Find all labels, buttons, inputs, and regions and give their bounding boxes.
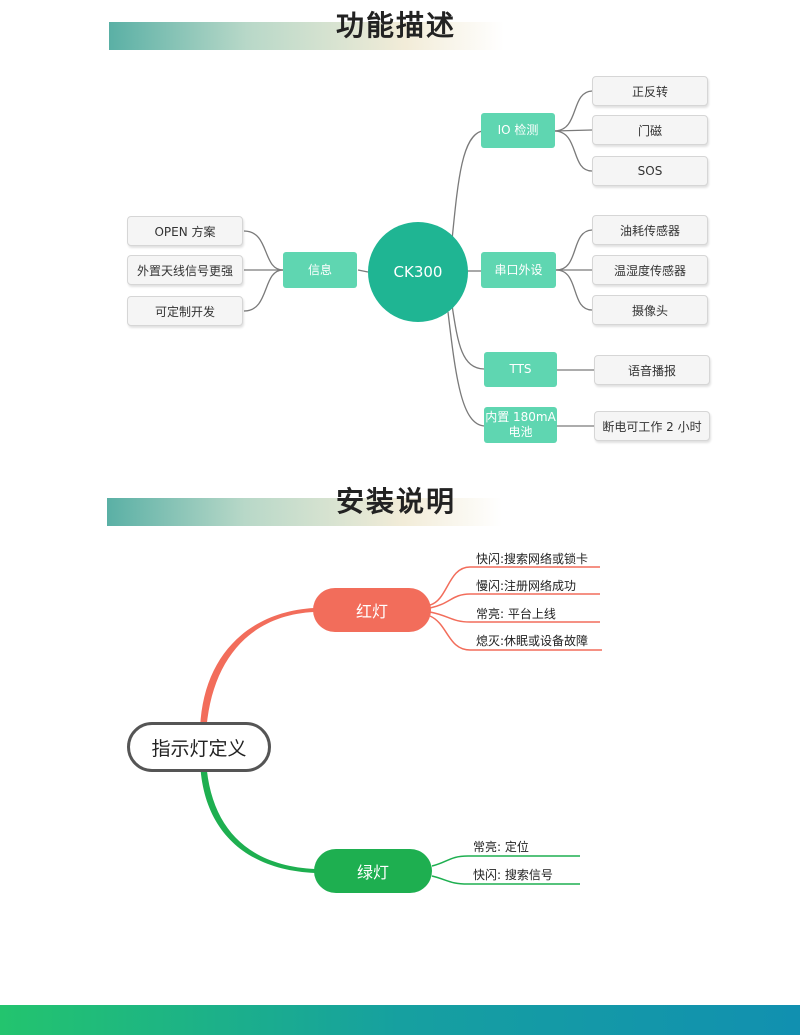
leaf-fuel-sensor: 油耗传感器 xyxy=(592,215,708,245)
green-light-node: 绿灯 xyxy=(314,849,432,893)
leaf-power-off-2h: 断电可工作 2 小时 xyxy=(594,411,710,441)
footer-gradient-bar xyxy=(0,1005,800,1035)
leaf-sos: SOS xyxy=(592,156,708,186)
branch-info: 信息 xyxy=(283,252,357,288)
center-node-ck300: CK300 xyxy=(368,222,468,322)
red-fast-flash: 快闪:搜索网络或锁卡 xyxy=(476,552,589,566)
section1-title: 功能描述 xyxy=(336,9,457,42)
branch-tts: TTS xyxy=(484,352,557,387)
section2-title: 安装说明 xyxy=(336,485,457,518)
leaf-voice-broadcast: 语音播报 xyxy=(594,355,710,385)
leaf-door-magnet: 门磁 xyxy=(592,115,708,145)
indicator-definition-root: 指示灯定义 xyxy=(127,722,271,772)
branch-io-detect: IO 检测 xyxy=(481,113,555,148)
leaf-temp-humidity-sensor: 温湿度传感器 xyxy=(592,255,708,285)
red-off: 熄灭:休眠或设备故障 xyxy=(476,634,589,648)
branch-battery: 内置 180mA 电池 xyxy=(484,407,557,443)
section1-title-bar xyxy=(109,22,504,50)
leaf-camera: 摄像头 xyxy=(592,295,708,325)
red-slow-flash: 慢闪:注册网络成功 xyxy=(476,579,577,593)
leaf-customizable: 可定制开发 xyxy=(127,296,243,326)
green-fast-flash: 快闪: 搜索信号 xyxy=(473,868,553,882)
leaf-open-solution: OPEN 方案 xyxy=(127,216,243,246)
section1-connectors xyxy=(243,90,594,427)
green-steady-on: 常亮: 定位 xyxy=(473,840,529,854)
red-light-node: 红灯 xyxy=(313,588,431,632)
leaf-external-antenna: 外置天线信号更强 xyxy=(127,255,243,285)
section2-title-bar xyxy=(107,498,502,526)
leaf-forward-reverse: 正反转 xyxy=(592,76,708,106)
section2-connectors xyxy=(200,566,602,885)
red-steady-on: 常亮: 平台上线 xyxy=(476,607,556,621)
branch-serial-peripheral: 串口外设 xyxy=(481,252,556,288)
